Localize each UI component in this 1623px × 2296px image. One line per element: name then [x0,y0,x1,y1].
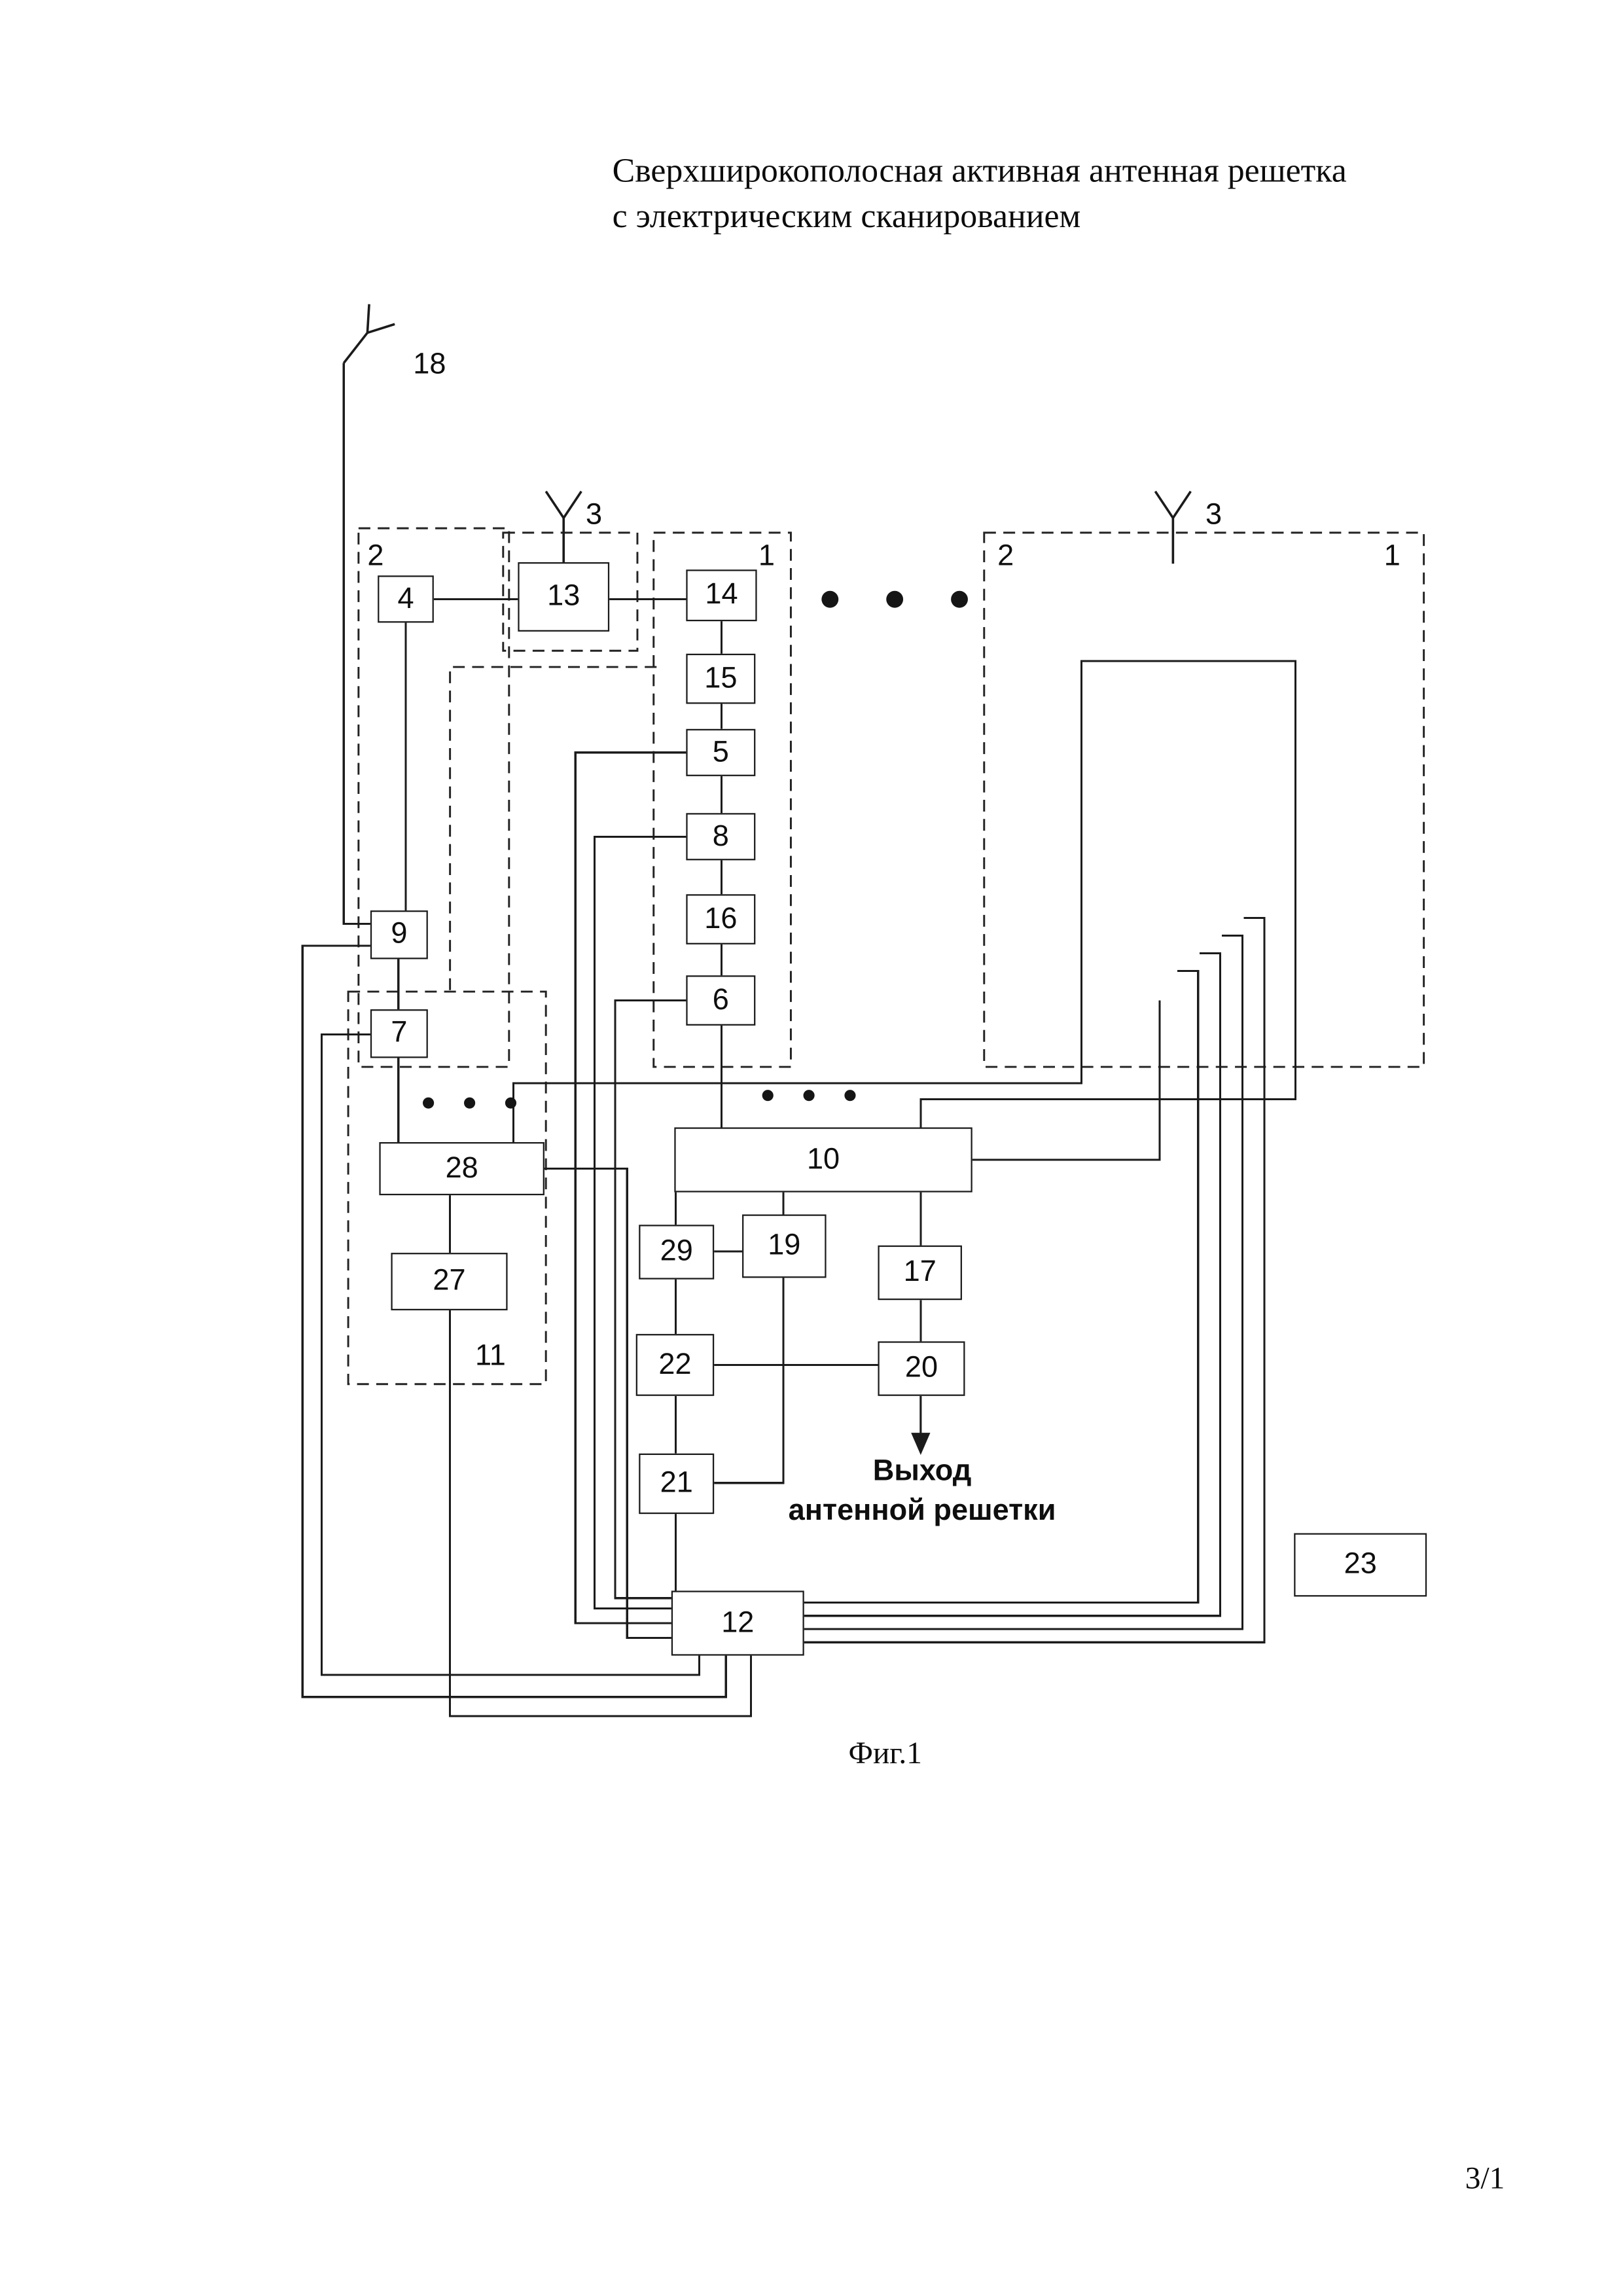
dashed-box-right-element [983,531,1425,1068]
label-antenna-3-left: 3 [586,499,603,531]
block-8: 8 [686,813,756,861]
arrow-head-icon [911,1433,931,1455]
ellipsis-channel-feeds: ● ● ● [761,1087,868,1104]
array-output-line-1: Выход [872,1454,972,1488]
block-22: 22 [635,1334,715,1396]
title-line-2: с электрическим сканированием [612,198,1081,235]
antenna-3-left-icon [544,490,582,562]
block-17: 17 [878,1245,962,1300]
block-14: 14 [686,569,757,622]
label-common-11: 11 [474,1340,506,1372]
label-module-2-right: 2 [997,540,1014,573]
block-16: 16 [686,894,756,944]
ellipsis-module-feeds: ● ● ● [421,1094,529,1111]
ellipsis-elements-top: ● ● ● [820,584,989,611]
dashed-box-common-11 [347,990,547,1386]
block-28: 28 [379,1142,544,1196]
block-4: 4 [378,575,434,623]
block-12: 12 [671,1590,804,1656]
array-output-line-2: антенной решетки [788,1494,1056,1528]
block-20: 20 [878,1341,965,1396]
title-line-1: Сверхширокополосная активная антенная ре… [612,152,1347,189]
block-15: 15 [686,653,756,704]
block-29: 29 [639,1225,715,1280]
block-23: 23 [1294,1533,1427,1597]
dashed-box-antenna-amp [502,531,639,652]
array-output-label: Выход антенной решетки [758,1452,1086,1532]
antenna-18-icon [342,304,395,364]
sheet-number: 3/1 [1465,2160,1505,2196]
label-antenna-18: 18 [413,348,446,381]
block-10: 10 [674,1127,972,1193]
figure-caption: Фиг.1 [848,1735,922,1771]
block-19: 19 [742,1214,827,1278]
block-9: 9 [370,910,428,960]
label-channel-1-right: 1 [1383,540,1400,573]
label-channel-1-left: 1 [758,540,775,573]
dashed-boundary-inner [449,666,660,990]
block-5: 5 [686,728,756,776]
block-13: 13 [518,562,610,632]
antenna-3-right-icon [1154,490,1192,564]
block-21: 21 [639,1453,715,1515]
array-output-arrow [911,1395,931,1455]
label-antenna-3-right: 3 [1205,499,1222,531]
block-7: 7 [370,1009,428,1058]
block-27: 27 [391,1253,508,1311]
block-6: 6 [686,975,756,1026]
connection-wires [301,363,1297,1717]
label-module-2-left: 2 [367,540,384,573]
page-title: Сверхширокополосная активная антенная ре… [613,147,1347,239]
